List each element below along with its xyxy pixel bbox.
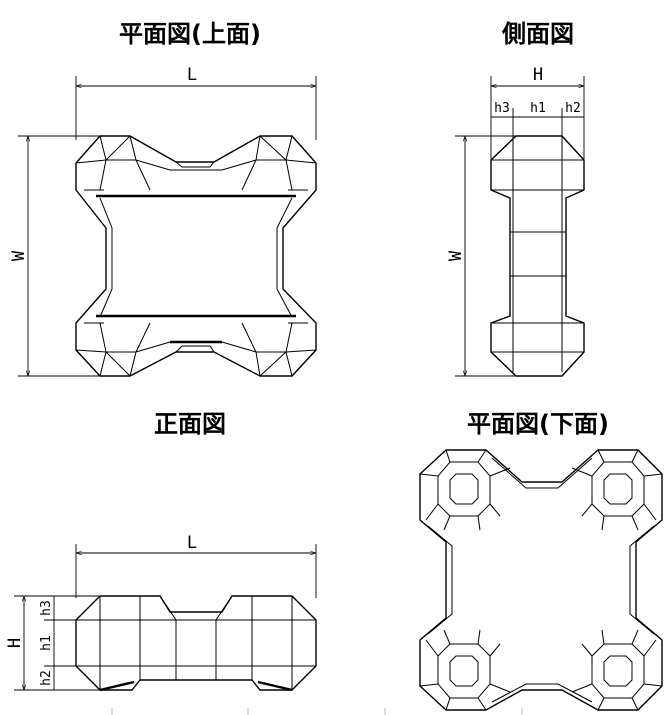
front-view-title: 正面図 — [154, 410, 226, 438]
front-h3-label: h3 — [39, 600, 54, 616]
side-h2-label: h2 — [565, 101, 581, 116]
baseline-ticks — [111, 708, 523, 715]
side-h3-label: h3 — [494, 101, 510, 116]
side-view-drawing: H h3 h1 h2 W — [446, 65, 585, 377]
front-height-label: H — [5, 638, 25, 648]
corner-octagon-bottom-right — [571, 629, 663, 711]
side-height-label: H — [533, 65, 543, 85]
top-view-title: 平面図(上面) — [119, 20, 261, 48]
side-view-title: 側面図 — [501, 20, 574, 48]
top-width-label: W — [9, 250, 29, 261]
bottom-view-drawing — [419, 449, 663, 711]
front-view-drawing: L H h3 h1 h2 — [5, 533, 317, 692]
top-view-drawing: L W — [9, 65, 317, 377]
side-h1-label: h1 — [530, 101, 546, 116]
corner-octagon-top-right — [571, 449, 663, 531]
corner-octagon-top-left — [419, 449, 511, 531]
side-width-label: W — [446, 250, 466, 261]
corner-octagon-bottom-left — [419, 629, 511, 711]
front-length-label: L — [187, 533, 197, 553]
bottom-view-title: 平面図(下面) — [467, 410, 609, 438]
front-h1-label: h1 — [39, 635, 54, 651]
front-h2-label: h2 — [39, 670, 54, 686]
top-length-label: L — [187, 65, 197, 85]
